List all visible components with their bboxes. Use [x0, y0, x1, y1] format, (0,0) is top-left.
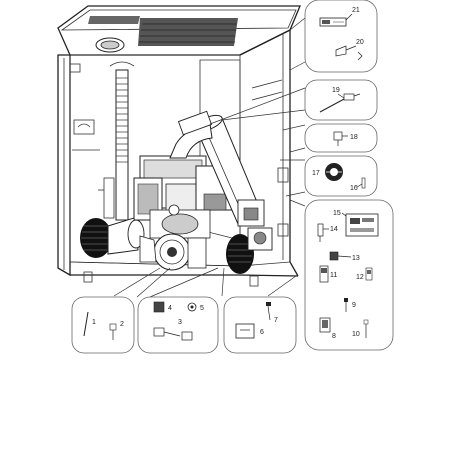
part-3-igniter [153, 327, 193, 341]
part-1-rod [83, 311, 89, 337]
label-11: 11 [330, 272, 337, 279]
part-18-sensor [333, 131, 348, 146]
part-15-circuit-board [345, 213, 379, 237]
label-8: 8 [332, 333, 336, 340]
label-19: 19 [332, 87, 340, 94]
label-20: 20 [356, 39, 364, 46]
part-12-fuse-holder [365, 267, 373, 281]
part-13-connector [329, 251, 339, 261]
callout-box-21-20: 21 20 [304, 0, 378, 73]
callout-box-17-16: 17 16 [304, 155, 378, 197]
part-16-fuse [361, 177, 366, 189]
label-2: 2 [120, 321, 124, 328]
part-20-bracket [335, 45, 363, 61]
part-4-module [153, 301, 165, 313]
part-9-terminal [344, 298, 348, 312]
label-9: 9 [352, 302, 356, 309]
label-1: 1 [92, 319, 96, 326]
label-13: 13 [352, 255, 360, 262]
part-8-transformer [319, 317, 331, 333]
flex-tube [98, 61, 135, 221]
label-16: 16 [350, 185, 358, 192]
part-17-thermostat [325, 163, 343, 181]
label-15: 15 [333, 210, 341, 217]
label-17: 17 [312, 170, 320, 177]
callout-box-19: 19 [304, 79, 378, 121]
stove-body [57, 5, 301, 287]
callout-box-15-8: 15 14 13 12 11 9 1 [304, 199, 394, 351]
label-7: 7 [274, 317, 278, 324]
label-12: 12 [356, 274, 364, 281]
callout-box-7-6: 6 7 [223, 296, 297, 354]
callout-box-18: 18 [304, 123, 378, 153]
part-14-switch [317, 223, 324, 242]
flue-outlet [95, 37, 125, 53]
leader-lines [113, 17, 306, 298]
part-11-relay [319, 265, 329, 283]
part-2-bracket [109, 323, 117, 340]
label-21: 21 [352, 7, 360, 14]
exhaust-pipe [169, 110, 213, 159]
part-6-plate [235, 323, 255, 339]
label-18: 18 [350, 134, 358, 141]
top-grille [88, 16, 238, 46]
label-4: 4 [168, 305, 172, 312]
label-10: 10 [352, 331, 360, 338]
part-5-bushing [187, 302, 197, 312]
callout-box-5-4-3: 4 5 3 [137, 296, 219, 354]
label-6: 6 [260, 329, 264, 336]
center-fan-icon [139, 233, 207, 271]
label-3: 3 [178, 319, 182, 326]
part-10-wire [363, 319, 369, 338]
label-5: 5 [200, 305, 204, 312]
left-fan-icon [80, 217, 145, 258]
part-7-sensor-probe [266, 302, 271, 321]
label-14: 14 [330, 226, 338, 233]
firebox-assembly [133, 155, 235, 239]
right-fan-icon [226, 227, 273, 274]
callout-box-2-1: 1 2 [71, 296, 135, 354]
part-19-probe [319, 93, 361, 113]
part-21-control-panel [319, 17, 347, 27]
